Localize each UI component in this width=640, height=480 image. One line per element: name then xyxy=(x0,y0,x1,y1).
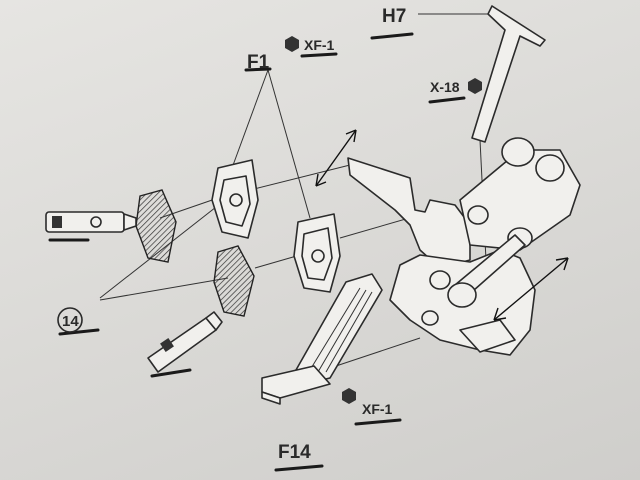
paint-bottle-icon xyxy=(147,311,223,373)
hex-paint-marker-icon xyxy=(468,78,482,94)
label-f14: F14 xyxy=(278,442,311,463)
hex-paint-marker-icon xyxy=(342,388,356,404)
rubber-pad-upper xyxy=(135,189,177,263)
rubber-pad-lower xyxy=(213,245,255,317)
label-x18: X-18 xyxy=(430,79,460,95)
label-step: 14 xyxy=(62,313,79,330)
leader-lines xyxy=(99,13,492,369)
part-h7-bracket xyxy=(471,5,546,143)
label-xf1-top: XF-1 xyxy=(304,37,335,53)
label-xf1-bottom: XF-1 xyxy=(362,401,393,417)
double-arrow-icon xyxy=(315,129,569,321)
label-f1: F1 xyxy=(247,52,270,73)
pedal-pad-upper xyxy=(211,159,259,239)
part-f14-accelerator-pedal xyxy=(261,273,383,405)
step-circle xyxy=(57,307,83,333)
glue-tube-icon xyxy=(45,211,137,233)
label-h7: H7 xyxy=(382,6,406,27)
pedal-pad-lower xyxy=(293,213,341,293)
hex-paint-marker-icon xyxy=(285,36,299,52)
pedal-box-assembly xyxy=(347,137,581,356)
